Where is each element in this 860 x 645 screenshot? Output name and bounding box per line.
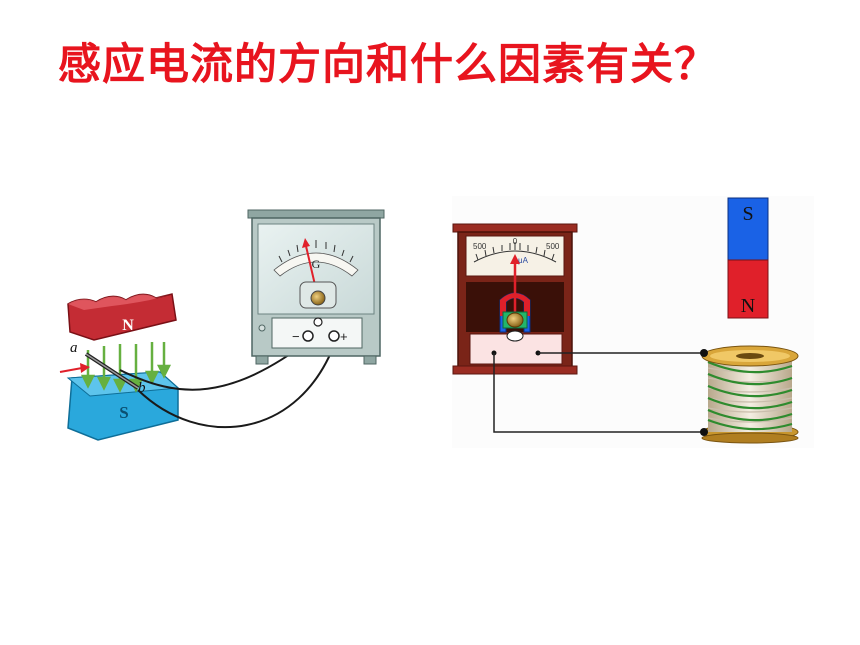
galvanometer-label: G bbox=[312, 257, 321, 271]
conductor-ab: a b bbox=[59, 340, 146, 396]
left-experiment: S a b N bbox=[59, 209, 385, 441]
terminal-plus-label: + bbox=[340, 329, 348, 344]
unit-label: μA bbox=[518, 256, 529, 265]
circuit-wire-bottom bbox=[493, 353, 704, 433]
magnet-south-label: S bbox=[119, 403, 128, 422]
bar-magnet-south-label: S bbox=[742, 203, 753, 225]
bar-magnet: S N bbox=[727, 197, 769, 319]
bar-magnet-north-label: N bbox=[741, 295, 755, 317]
magnetic-field-arrows bbox=[80, 342, 172, 393]
galvanometer-left: G − + bbox=[247, 209, 385, 365]
slide-title: 感应电流的方向和什么因素有关？ bbox=[58, 40, 718, 90]
right-galvanometer-scale bbox=[475, 242, 555, 261]
motion-arrow-icon bbox=[80, 363, 90, 373]
scale-center-label: 0 bbox=[513, 237, 518, 246]
coil-terminal-bottom bbox=[700, 428, 708, 436]
magnet-north-label: N bbox=[122, 317, 134, 334]
terminal-minus-post bbox=[302, 330, 314, 342]
terminal-plus-post bbox=[328, 330, 340, 342]
coil-winding bbox=[707, 360, 793, 431]
magnet-north-block: N bbox=[67, 293, 177, 341]
scale-right-label: 500 bbox=[546, 242, 560, 251]
scale-left-label: 500 bbox=[473, 242, 487, 251]
terminal-minus-label: − bbox=[292, 329, 300, 344]
lead-wire-upper bbox=[119, 339, 311, 391]
solenoid-coil bbox=[700, 345, 799, 444]
lead-wire-lower bbox=[137, 339, 337, 429]
wire-label-b: b bbox=[138, 380, 146, 396]
coil-terminal-top bbox=[700, 349, 708, 357]
wire-label-a: a bbox=[70, 340, 78, 356]
right-experiment: 500 0 500 μA bbox=[452, 196, 814, 448]
galvanometer-right: 500 0 500 μA bbox=[452, 223, 578, 375]
